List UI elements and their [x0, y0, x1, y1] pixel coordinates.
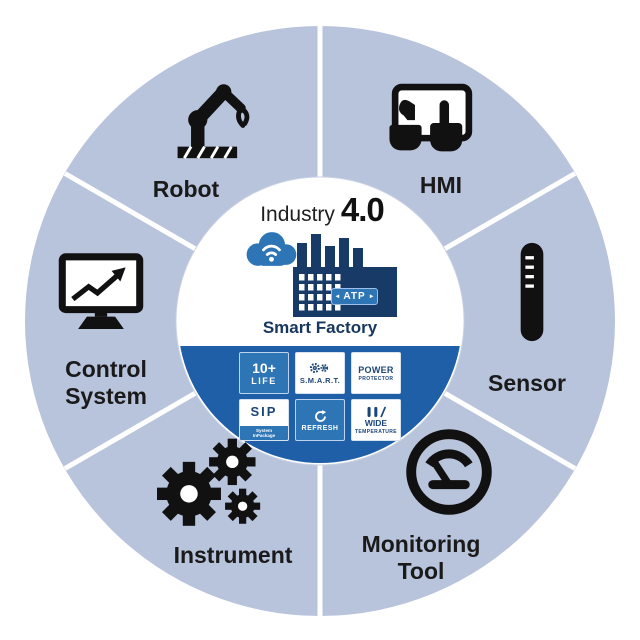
segment-label-line: Tool [397, 558, 445, 584]
atp-tag-text: ATP [343, 291, 366, 302]
title-word: Industry [260, 203, 335, 226]
monitoring-gauge-icon [404, 427, 494, 517]
badge-life: 10+ LIFE [239, 352, 289, 394]
badge-refresh: REFRESH [295, 399, 345, 441]
badge-sip: SIP System InPackage [239, 399, 289, 441]
segment-label-sensor: Sensor [488, 370, 566, 396]
segment-label-instrument: Instrument [173, 542, 293, 568]
feature-badges: 10+ LIFE S.M.A.R.T. POWER PROTECTOR [178, 346, 462, 466]
center-caption: Smart Factory [262, 318, 378, 337]
segment-label-line: Monitoring [361, 531, 481, 557]
badge-line: POWER [358, 364, 394, 375]
center-title: Industry 4.0 [238, 191, 406, 229]
badge-line: S.M.A.R.T. [299, 375, 341, 385]
badge-smart: S.M.A.R.T. [295, 352, 345, 394]
segment-label-line: System [65, 383, 147, 409]
segment-label-control-system: Control System [36, 356, 176, 410]
badge-power-protector: POWER PROTECTOR [351, 352, 401, 394]
robot-arm-icon [168, 60, 264, 168]
badge-line: System [255, 427, 272, 433]
control-system-monitor-icon [57, 247, 145, 337]
badge-wide-temperature: WIDE TEMPERATURE [351, 399, 401, 441]
sensor-thermometer-icon [515, 241, 549, 343]
cloud-wifi-icon [241, 226, 301, 270]
instrument-gears-icon [149, 434, 263, 532]
badge-line: WIDE [364, 417, 388, 428]
badge-sip-strip: System InPackage [240, 426, 288, 440]
badge-line: InPackage [252, 433, 276, 438]
refresh-arrow-icon [314, 409, 326, 422]
title-number: 4.0 [340, 191, 385, 228]
badge-line: TEMPERATURE [354, 428, 398, 435]
badge-row-bottom: SIP System InPackage REFRESH [239, 399, 401, 441]
badge-line: REFRESH [301, 424, 339, 432]
badge-line: PROTECTOR [358, 375, 394, 382]
atp-left-arrow-icon: ◄ [334, 293, 341, 300]
atp-right-arrow-icon: ► [368, 293, 375, 300]
segment-label-robot: Robot [152, 176, 220, 202]
segment-label-hmi: HMI [419, 172, 463, 198]
hmi-tablet-hands-icon [380, 74, 484, 172]
atp-tag: ◄ ATP ► [331, 288, 378, 305]
badge-row-top: 10+ LIFE S.M.A.R.T. POWER PROTECTOR [239, 352, 401, 394]
badge-line: SIP [250, 404, 278, 419]
badge-line: 10+ [252, 359, 276, 376]
segment-label-monitoring-tool: Monitoring Tool [336, 531, 506, 585]
badge-line: LIFE [251, 375, 277, 386]
thermometer-mini-icon [367, 406, 387, 417]
segment-label-line: Control [65, 356, 147, 382]
gears-mini-icon [309, 362, 329, 373]
